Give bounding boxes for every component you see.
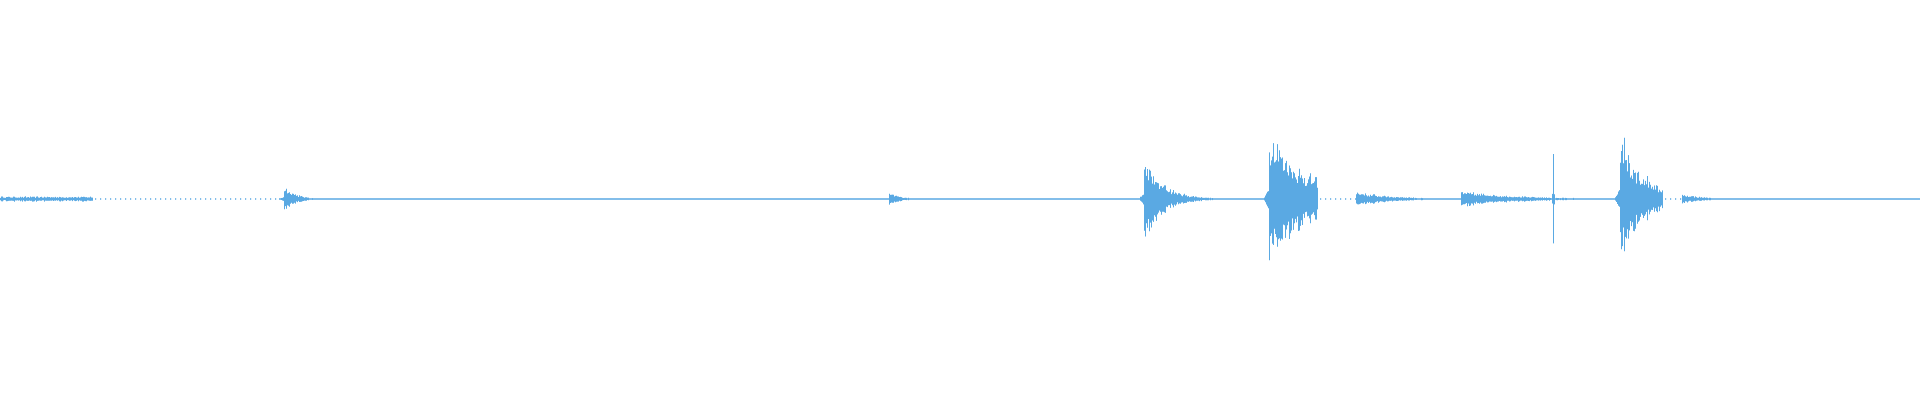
waveform-peaks bbox=[0, 137, 1711, 261]
